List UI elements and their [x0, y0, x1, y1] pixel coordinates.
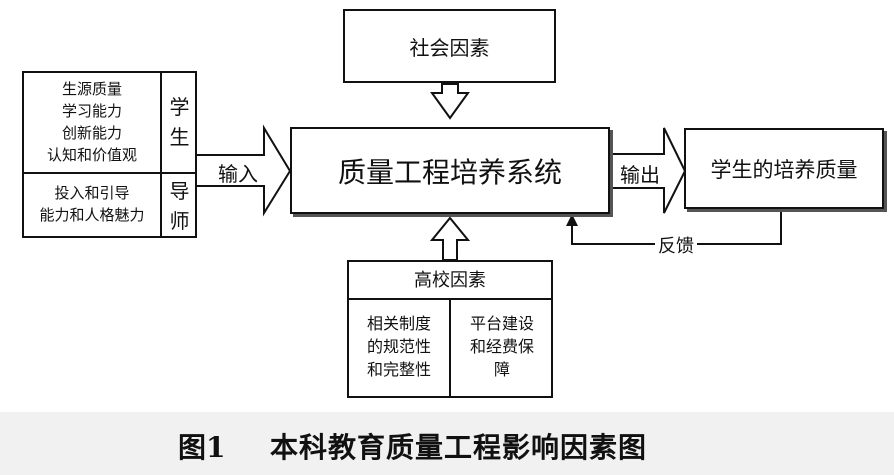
teacher-attributes: 投入和引导 能力和人格魅力 [39, 184, 145, 224]
feedback-arrowhead [566, 214, 578, 226]
input-factors-block [22, 71, 197, 238]
output-arrow-label: 输出 [620, 163, 660, 187]
university-column-divider [449, 298, 451, 398]
quality-engineering-system-box: 质量工程培养系统 [290, 127, 610, 214]
university-up-arrow [429, 216, 471, 261]
output-arrow [609, 127, 687, 214]
input-arrow-label: 输入 [218, 162, 258, 186]
student-tag: 学 生 [169, 95, 190, 149]
tag-divider [160, 71, 162, 238]
institutional-norms-text: 相关制度 的规范性 和完整性 [366, 314, 431, 379]
student-attributes: 生源质量 学习能力 创新能力 认知和价值观 [46, 80, 137, 164]
caption-area: 图1 本科教育质量工程影响因素图 [0, 412, 894, 475]
social-factors-box: 社会因素 [343, 9, 556, 83]
core-system-label: 质量工程培养系统 [337, 155, 562, 189]
teacher-tag: 导 师 [169, 179, 190, 233]
group-divider [22, 172, 197, 174]
figure-title: 本科教育质量工程影响因素图 [270, 431, 648, 464]
student-quality-box: 学生的培养质量 [684, 128, 884, 209]
figure-number: 图1 [178, 431, 226, 464]
university-factors-label: 高校因素 [414, 270, 486, 291]
feedback-label: 反馈 [655, 232, 697, 258]
input-arrow [195, 124, 292, 217]
student-quality-label: 学生的培养质量 [710, 157, 858, 182]
social-down-arrow [430, 83, 470, 120]
platform-funding-text: 平台建设 和经费保 障 [469, 314, 534, 379]
social-factors-label: 社会因素 [409, 35, 490, 60]
